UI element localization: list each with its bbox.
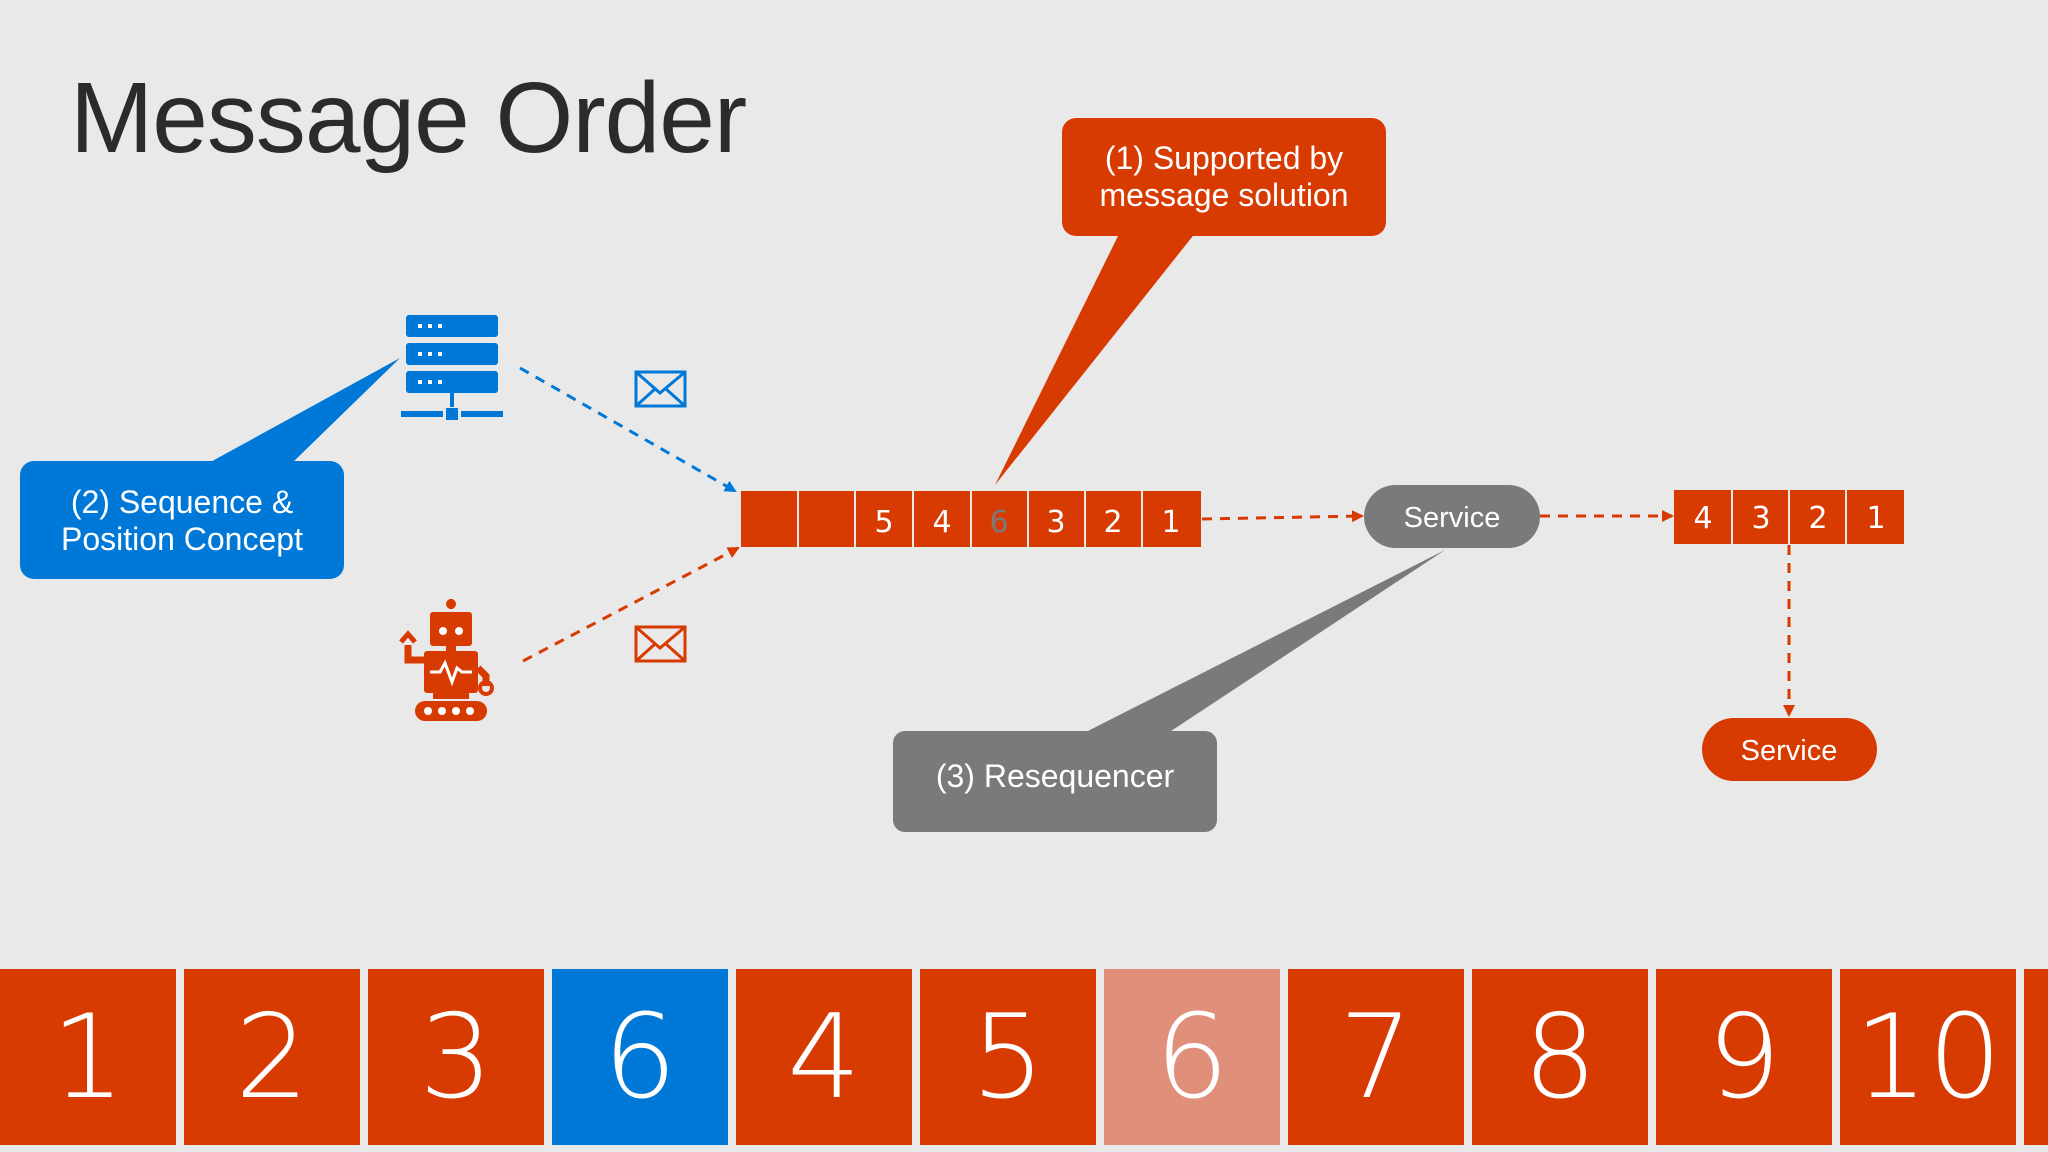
- queue-slot: 3: [1046, 505, 1065, 540]
- callout-supported-text: (1) Supported by message solution: [1062, 140, 1386, 214]
- strip-tile: 1: [0, 969, 176, 1145]
- arrow-robot-to-queue: [522, 546, 740, 663]
- callout-line: (2) Sequence &: [70, 484, 294, 520]
- strip-tile: 9: [1656, 969, 1832, 1145]
- output-queue: 4 3 2 1: [1674, 490, 1904, 544]
- arrow-queue-to-service: [1201, 510, 1364, 523]
- strip-tile: 6: [1104, 969, 1280, 1145]
- message-queue: 5 4 6 3 2 1: [741, 491, 1201, 547]
- strip-tile: 3: [368, 969, 544, 1145]
- queue-slot: 1: [1161, 505, 1180, 540]
- callout-line: Position Concept: [61, 521, 303, 557]
- strip-tile: 10: [1840, 969, 2016, 1145]
- strip-tile: [2024, 969, 2048, 1145]
- strip-tile: 8: [1472, 969, 1648, 1145]
- output-slot: 2: [1808, 501, 1827, 536]
- strip-tile: 4: [736, 969, 912, 1145]
- callout-resequencer: [893, 550, 1445, 832]
- queue-slot: 4: [932, 505, 951, 540]
- output-slot: 4: [1693, 501, 1712, 536]
- server-icon: [401, 315, 503, 420]
- service-node-middle: Service: [1364, 485, 1540, 548]
- queue-slot: 2: [1103, 505, 1122, 540]
- output-slot: 3: [1751, 501, 1770, 536]
- callout-supported: [995, 118, 1386, 485]
- callout-line: (3) Resequencer: [935, 758, 1175, 794]
- strip-tile: 2: [184, 969, 360, 1145]
- queue-slot: 5: [874, 505, 893, 540]
- envelope-icon: [634, 370, 687, 408]
- arrow-server-to-queue: [519, 366, 737, 493]
- page-title: Message Order: [70, 62, 747, 174]
- callout-line: (1) Supported by: [1104, 140, 1344, 176]
- robot-icon: [399, 599, 494, 721]
- output-slot: 1: [1866, 501, 1885, 536]
- callout-sequence: [20, 358, 400, 579]
- envelope-icon: [634, 625, 687, 663]
- strip-tile: 7: [1288, 969, 1464, 1145]
- service-node-bottom: Service: [1702, 718, 1877, 781]
- callout-resequencer-text: (3) Resequencer: [893, 758, 1217, 795]
- callout-sequence-text: (2) Sequence & Position Concept: [20, 484, 344, 558]
- strip-tile: 6: [552, 969, 728, 1145]
- callout-line: message solution: [1099, 177, 1349, 213]
- strip-tile: 5: [920, 969, 1096, 1145]
- service-label: Service: [1741, 735, 1838, 767]
- service-label: Service: [1404, 502, 1501, 534]
- queue-slot: 6: [989, 505, 1008, 540]
